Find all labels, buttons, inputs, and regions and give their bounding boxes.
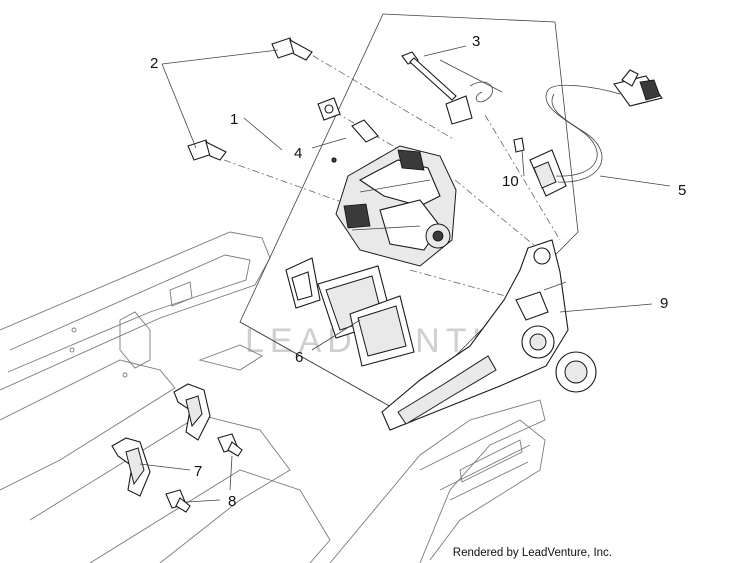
clip-screws bbox=[165, 433, 243, 513]
brake-pads bbox=[285, 257, 415, 367]
pad-pin-spring-kit bbox=[401, 51, 503, 125]
callout-6: 6 bbox=[295, 349, 303, 366]
caliper-bolt-upper bbox=[271, 37, 313, 61]
callout-labels: 1 2 3 4 5 6 7 8 9 10 bbox=[150, 33, 686, 510]
caliper-bolt-lower bbox=[187, 139, 227, 161]
rendered-by-credit: Rendered by LeadVenture, Inc. bbox=[452, 547, 612, 559]
callout-8: 8 bbox=[228, 493, 236, 510]
bleeder-valve-parts bbox=[317, 97, 379, 163]
pad-retaining-clips bbox=[111, 383, 211, 497]
callout-3: 3 bbox=[472, 33, 480, 50]
swingarm bbox=[0, 231, 546, 563]
callout-5: 5 bbox=[678, 182, 686, 199]
callout-10: 10 bbox=[502, 173, 519, 190]
leader-lines bbox=[139, 45, 671, 503]
callout-4: 4 bbox=[294, 145, 302, 162]
caliper-bracket bbox=[381, 239, 597, 431]
callout-1: 1 bbox=[230, 111, 238, 128]
brake-caliper-body bbox=[335, 145, 457, 267]
speed-sensor-assembly bbox=[513, 69, 663, 197]
callout-7: 7 bbox=[194, 463, 202, 480]
alignment-lines bbox=[209, 47, 561, 301]
callout-2: 2 bbox=[150, 55, 158, 72]
callout-9: 9 bbox=[660, 295, 668, 312]
